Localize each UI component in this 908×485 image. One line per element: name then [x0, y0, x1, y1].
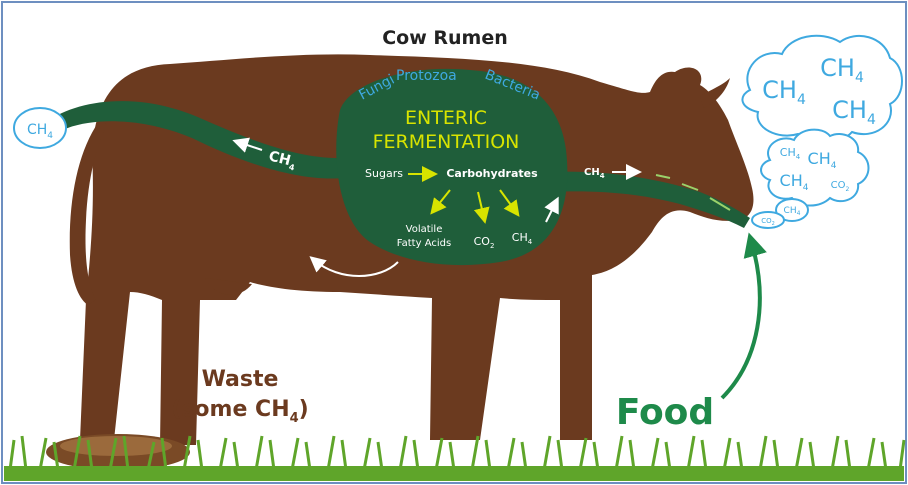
diagram-title: Cow Rumen	[382, 27, 508, 49]
carbohydrates-label: Carbohydrates	[446, 167, 538, 180]
product-vfa-line1: Volatile	[406, 224, 443, 235]
grass-base	[4, 466, 904, 481]
product-vfa-line2: Fatty Acids	[397, 238, 451, 249]
process-line1: ENTERIC	[405, 107, 487, 129]
process-line2: FERMENTATION	[373, 131, 520, 153]
microbe-protozoa: Protozoa	[396, 68, 457, 84]
sugars-label: Sugars	[365, 167, 403, 180]
waste-label-line2: (some CH4)	[171, 397, 308, 426]
food-label: Food	[616, 392, 714, 433]
waste-label-line1: Waste	[202, 367, 279, 392]
